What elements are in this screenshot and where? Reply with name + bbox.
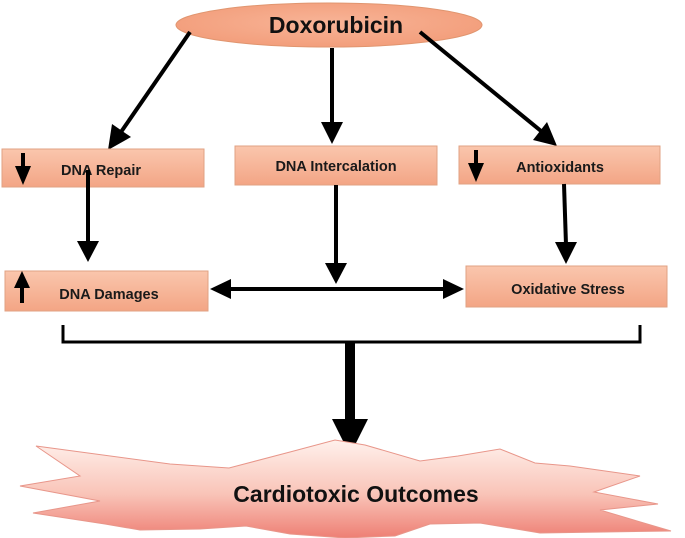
doxorubicin-node: Doxorubicin: [175, 2, 483, 48]
dna-intercalation-label: DNA Intercalation: [275, 159, 396, 175]
dna-repair-box: DNA Repair: [1, 148, 205, 188]
antioxidants-box: Antioxidants: [458, 145, 661, 185]
arrow-doxorubicin-to-dna-repair: [108, 30, 192, 150]
oxidative-stress-label: Oxidative Stress: [511, 282, 625, 298]
oxidative-stress-box: Oxidative Stress: [465, 265, 668, 308]
arrow-antioxidants-to-oxidative-stress: [555, 183, 577, 264]
arrow-to-cardiotoxic-outcomes: [332, 342, 368, 455]
arrow-doxorubicin-to-antioxidants: [418, 30, 557, 146]
cardiotoxic-outcomes-burst: Cardiotoxic Outcomes: [19, 439, 672, 538]
up-arrow-icon: [14, 271, 30, 303]
doxorubicin-label: Doxorubicin: [269, 12, 403, 38]
arrow-dna-intercalation-down: [325, 185, 347, 284]
dna-intercalation-box: DNA Intercalation: [234, 145, 438, 186]
dna-repair-label: DNA Repair: [61, 163, 141, 179]
grouping-bracket: [61, 325, 642, 344]
antioxidants-label: Antioxidants: [516, 160, 604, 176]
dna-damages-label: DNA Damages: [59, 287, 158, 303]
double-arrow-dna-damages-oxidative-stress: [210, 279, 464, 299]
down-arrow-icon: [15, 153, 31, 185]
down-arrow-icon: [468, 150, 484, 182]
arrow-dna-repair-to-dna-damages: [77, 170, 99, 262]
cardiotoxic-outcomes-label: Cardiotoxic Outcomes: [233, 481, 478, 507]
arrow-doxorubicin-to-dna-intercalation: [321, 48, 343, 144]
dna-damages-box: DNA Damages: [4, 270, 209, 312]
